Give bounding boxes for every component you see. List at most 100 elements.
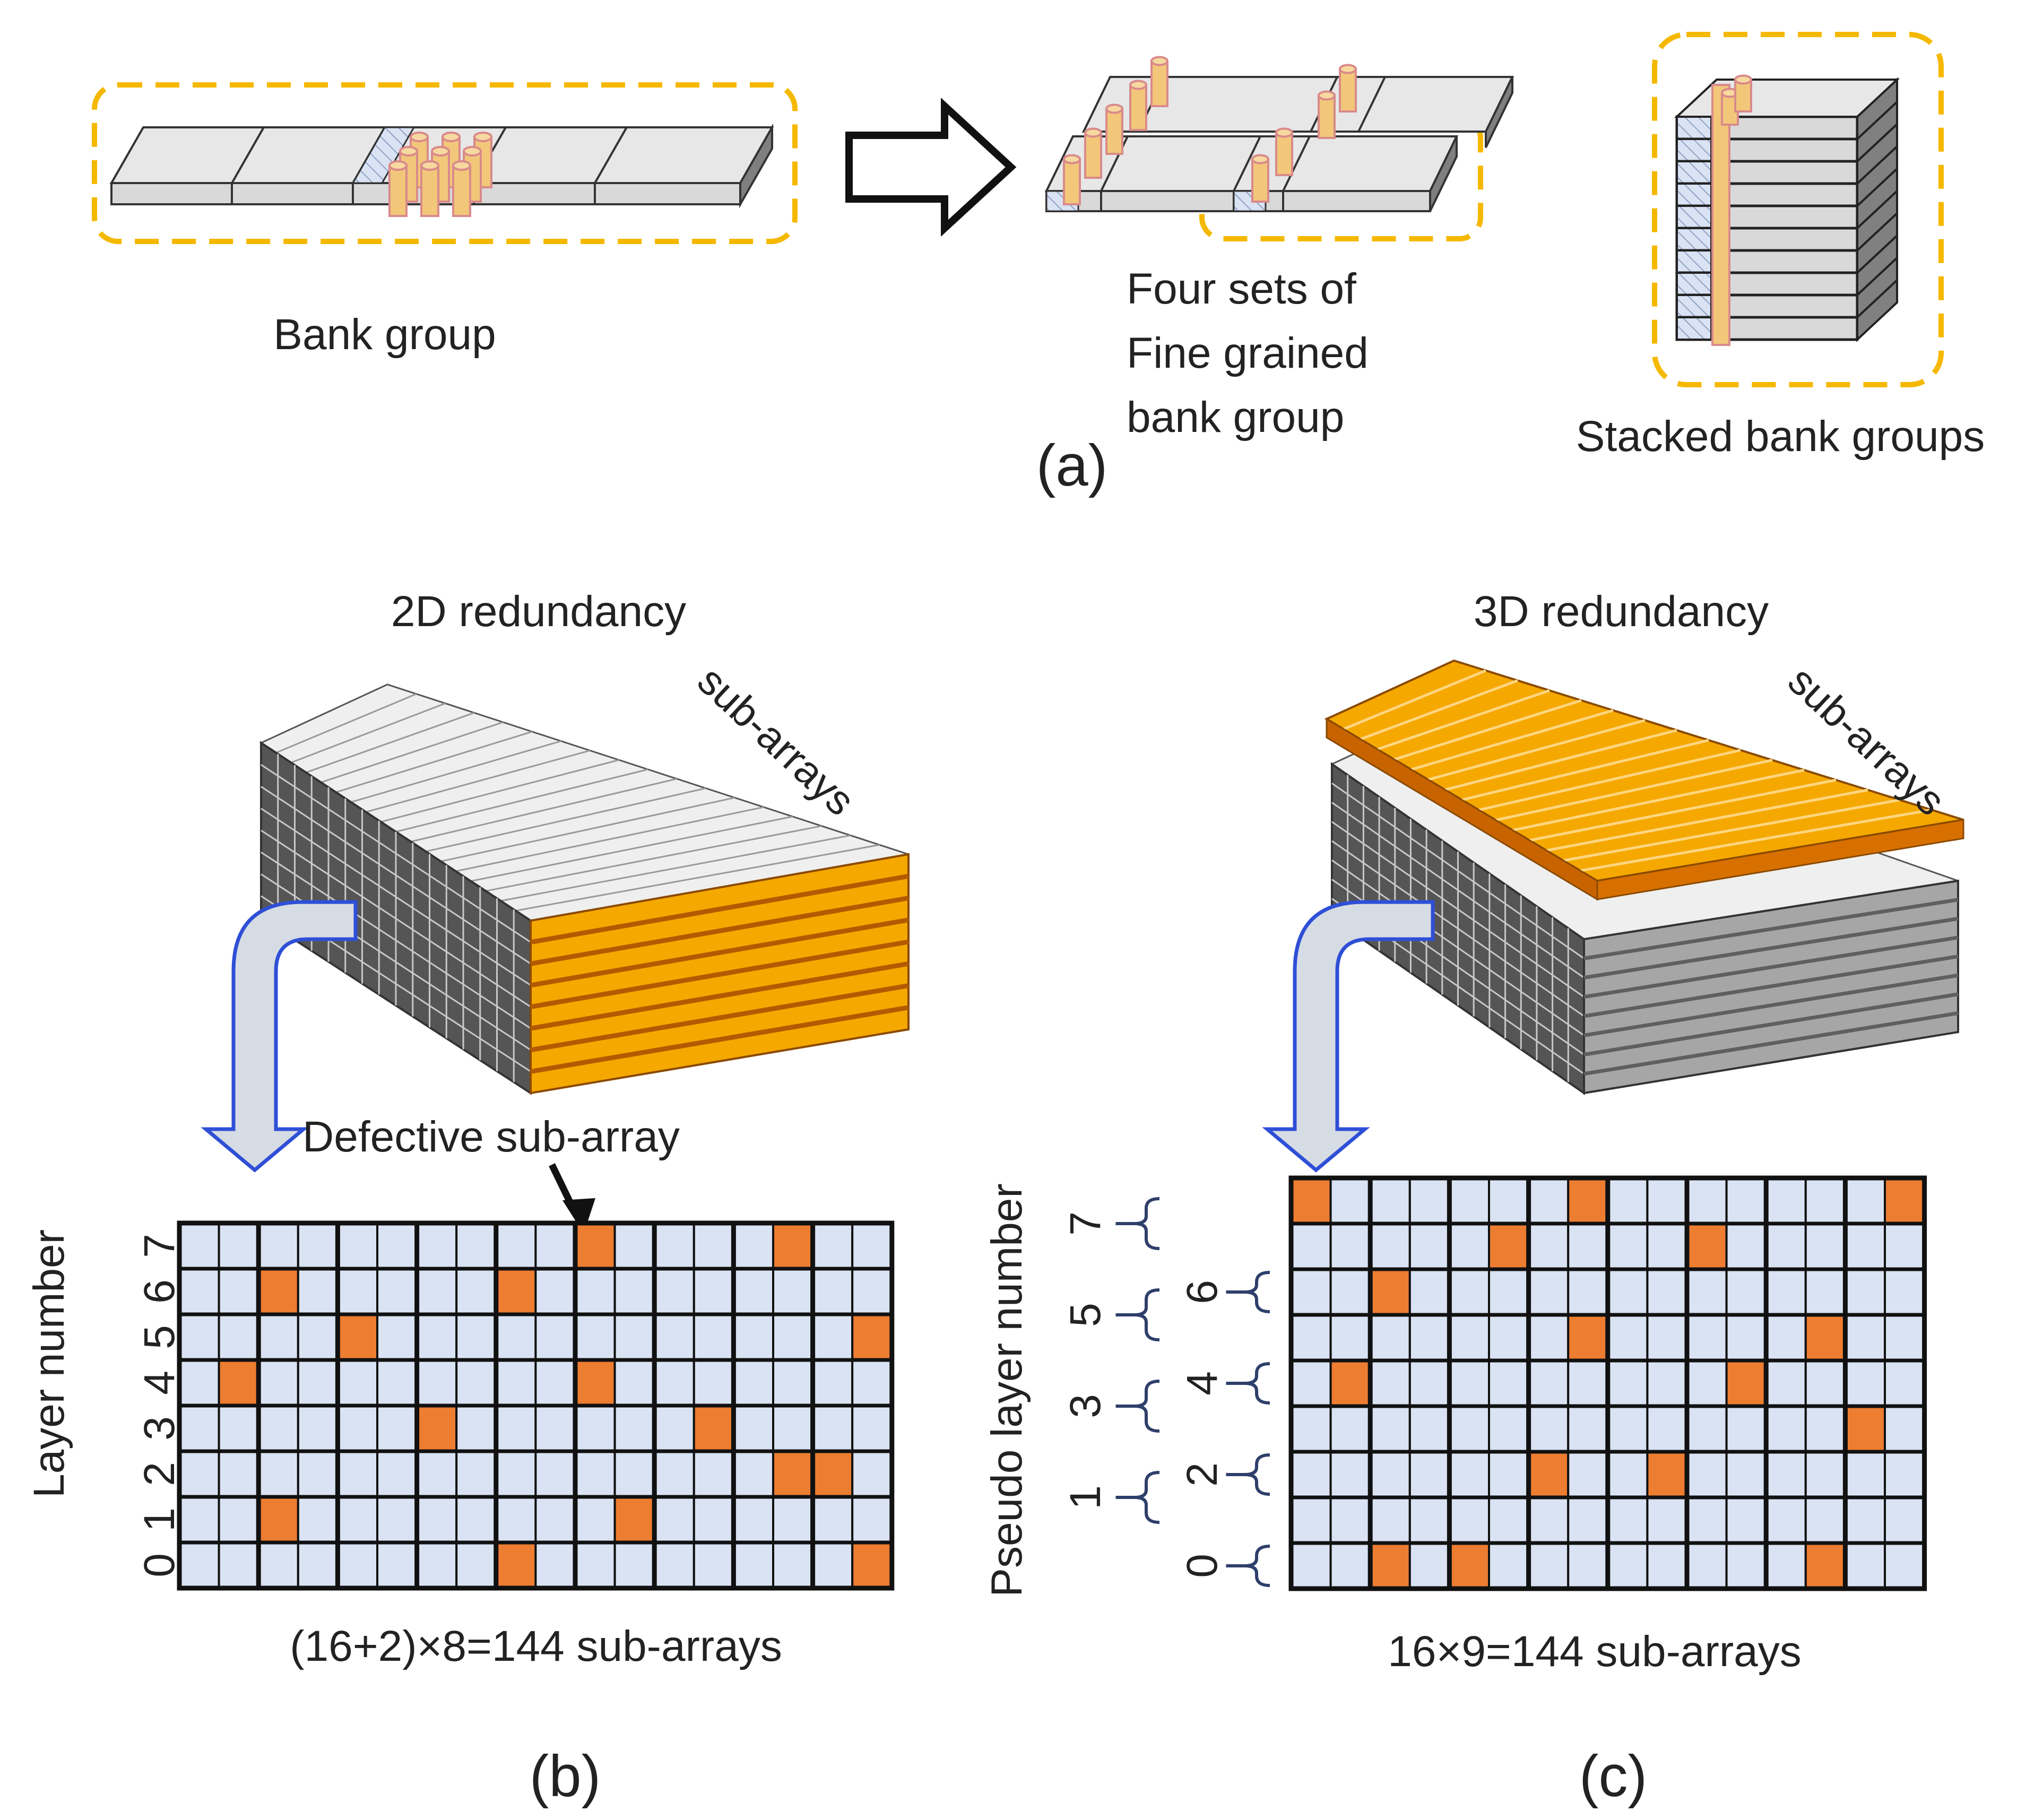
sub-array-cell bbox=[1844, 1451, 1886, 1498]
defective-sub-array-cell bbox=[1725, 1359, 1768, 1407]
panel-b-caption: (16+2)×8=144 sub-arrays bbox=[290, 1622, 782, 1670]
bracket bbox=[1134, 1197, 1160, 1250]
defective-sub-array-cell bbox=[495, 1268, 537, 1315]
sub-array-cell bbox=[218, 1268, 260, 1315]
sub-array-cell bbox=[851, 1359, 893, 1407]
sub-array-cell bbox=[653, 1222, 695, 1270]
layer-row-label: 7 bbox=[135, 1234, 184, 1258]
tsv-cluster bbox=[388, 132, 492, 217]
sub-array-cell bbox=[1765, 1177, 1807, 1225]
sub-array-cell bbox=[1567, 1359, 1609, 1407]
sub-array-cell bbox=[1527, 1359, 1570, 1407]
sub-array-cell bbox=[1329, 1223, 1372, 1270]
layer-axis-label: Layer number bbox=[25, 1229, 73, 1498]
sub-array-cell bbox=[1686, 1496, 1728, 1544]
sub-array-cell bbox=[1646, 1359, 1688, 1407]
sub-array-cell bbox=[1408, 1223, 1451, 1270]
sub-array-cell bbox=[1686, 1405, 1728, 1453]
sub-array-cell bbox=[336, 1450, 379, 1498]
sub-array-cell bbox=[1369, 1451, 1411, 1498]
sub-array-cell bbox=[574, 1496, 616, 1544]
sub-array-cell bbox=[1884, 1405, 1926, 1453]
sub-array-cell bbox=[1884, 1314, 1926, 1362]
sub-array-cell bbox=[534, 1359, 577, 1407]
sub-array-cell bbox=[1329, 1451, 1372, 1498]
sub-array-cell bbox=[1646, 1223, 1688, 1270]
sub-array-cell bbox=[692, 1359, 735, 1407]
sub-array-cell bbox=[613, 1222, 656, 1270]
sub-array-cell bbox=[376, 1359, 418, 1407]
sub-array-cell bbox=[653, 1359, 695, 1407]
sub-array-cell bbox=[1290, 1451, 1332, 1498]
sub-array-cell bbox=[1448, 1496, 1490, 1544]
sub-array-cell bbox=[1884, 1268, 1926, 1316]
sub-array-cell bbox=[653, 1268, 695, 1315]
sub-array-cell bbox=[732, 1222, 775, 1270]
sub-array-cell bbox=[772, 1405, 814, 1452]
sub-array-cell bbox=[1804, 1223, 1847, 1270]
sub-array-cell bbox=[534, 1405, 577, 1452]
sub-array-cell bbox=[1804, 1359, 1847, 1407]
sub-array-cell bbox=[613, 1541, 656, 1589]
sub-array-cell bbox=[1488, 1542, 1530, 1590]
sub-array-cell bbox=[1290, 1496, 1332, 1544]
sub-array-cell bbox=[1765, 1359, 1807, 1407]
sub-array-cell bbox=[1765, 1314, 1807, 1362]
sub-array-cell bbox=[613, 1313, 656, 1361]
sub-array-cell bbox=[1606, 1451, 1649, 1498]
defective-sub-array-cell bbox=[811, 1450, 854, 1498]
pseudo-layer-axis-label: Pseudo layer number bbox=[983, 1183, 1031, 1597]
sub-array-cell bbox=[692, 1496, 735, 1544]
sub-array-cell bbox=[178, 1541, 220, 1589]
sub-array-cell bbox=[1329, 1314, 1372, 1362]
sub-array-cell bbox=[1765, 1268, 1807, 1316]
layer-row-label: 0 bbox=[135, 1553, 184, 1578]
sub-array-cell bbox=[376, 1496, 418, 1544]
sub-array-cell bbox=[1606, 1314, 1649, 1362]
sub-array-cell bbox=[1804, 1496, 1847, 1544]
defective-sub-array-cell bbox=[1567, 1314, 1609, 1362]
sub-array-cell bbox=[1290, 1314, 1332, 1362]
tsv-cylinder bbox=[420, 160, 439, 217]
panel-a-label: (a) bbox=[1036, 433, 1107, 498]
sub-array-cell bbox=[613, 1359, 656, 1407]
defective-sub-array-cell bbox=[1329, 1359, 1372, 1407]
sub-array-cell bbox=[1606, 1496, 1649, 1544]
sub-array-cell bbox=[1725, 1314, 1768, 1362]
sub-array-cell bbox=[336, 1222, 379, 1270]
sub-array-cell bbox=[1765, 1496, 1807, 1544]
sub-array-cell bbox=[653, 1313, 695, 1361]
sub-array-cell bbox=[534, 1496, 577, 1544]
sub-array-cell bbox=[1686, 1314, 1728, 1362]
sub-array-cell bbox=[1408, 1268, 1451, 1316]
sub-array-cell bbox=[1408, 1405, 1451, 1453]
sub-array-cell bbox=[1765, 1542, 1807, 1590]
sub-array-cell bbox=[1527, 1268, 1570, 1316]
sub-array-cell bbox=[218, 1405, 260, 1452]
sub-array-cell bbox=[1369, 1496, 1411, 1544]
tsv-cylinder bbox=[1150, 56, 1168, 107]
sub-array-cell bbox=[1646, 1542, 1688, 1590]
sub-array-cell bbox=[1884, 1542, 1926, 1590]
sub-array-cell bbox=[1527, 1223, 1570, 1270]
sub-array-cell bbox=[1646, 1405, 1688, 1453]
sub-array-cell bbox=[336, 1541, 379, 1589]
sub-array-cell bbox=[218, 1541, 260, 1589]
sub-array-cell bbox=[336, 1496, 379, 1544]
transform-arrow bbox=[845, 98, 1017, 237]
sub-array-cell bbox=[1646, 1314, 1688, 1362]
sub-array-cell bbox=[811, 1405, 854, 1452]
defective-sub-array-cell bbox=[1369, 1268, 1411, 1316]
tsv-cylinder bbox=[388, 160, 408, 217]
sub-array-cell bbox=[1765, 1451, 1807, 1498]
sub-array-cell bbox=[1884, 1451, 1926, 1498]
sub-array-cell bbox=[732, 1268, 775, 1315]
sub-array-cell bbox=[1686, 1177, 1728, 1225]
layer-row-label: 5 bbox=[135, 1325, 184, 1349]
sub-array-cell bbox=[851, 1268, 893, 1315]
bracket bbox=[1244, 1271, 1270, 1313]
sub-array-cell bbox=[178, 1450, 220, 1498]
sub-array-cell bbox=[1725, 1223, 1768, 1270]
